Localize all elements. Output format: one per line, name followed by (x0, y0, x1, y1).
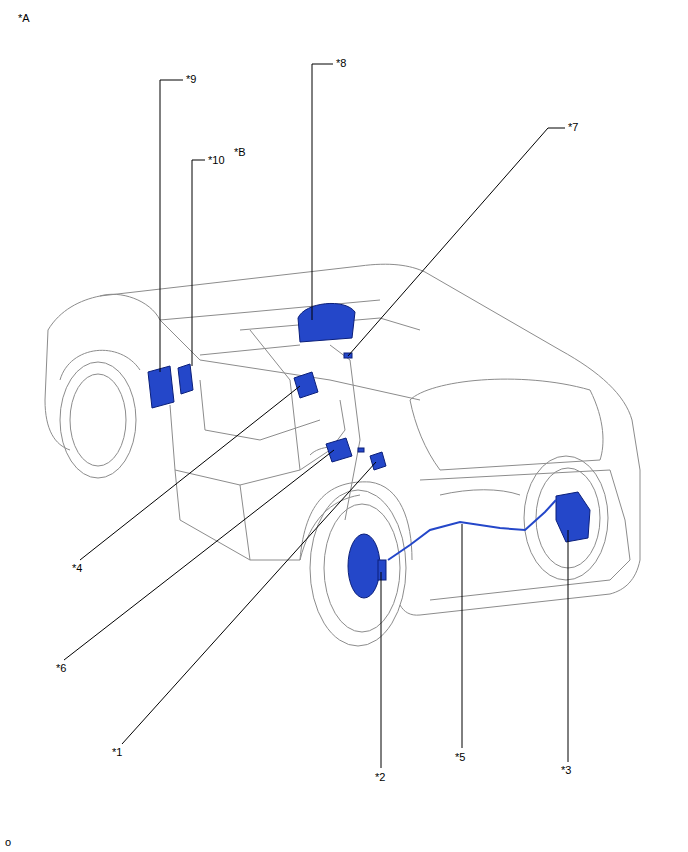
callout-number: o (5, 836, 11, 849)
part-4 (294, 372, 318, 398)
body-line (48, 264, 640, 615)
front-wheel (60, 362, 136, 478)
callout-number: *7 (568, 121, 578, 134)
pillar-line (330, 345, 360, 520)
part-3 (556, 492, 590, 542)
highlighted-parts (148, 303, 590, 598)
part-8 (298, 303, 355, 342)
leader-line (462, 524, 463, 748)
front-wheel (70, 374, 126, 466)
leader-line (122, 462, 376, 744)
leader-line (160, 80, 183, 372)
leader-line (312, 64, 333, 320)
part-1 (358, 448, 364, 452)
dash-line (200, 345, 300, 355)
rear-wheel (324, 504, 400, 632)
leader-lines (64, 64, 568, 768)
leader-line (64, 450, 334, 660)
door-line (240, 485, 360, 560)
leader-line (348, 128, 565, 356)
callout-number: *5 (455, 751, 465, 764)
part-1 (370, 452, 386, 470)
callout-number: *8 (336, 57, 346, 70)
callout-number: *2 (375, 771, 385, 784)
part-10 (178, 364, 193, 394)
leader-line (80, 386, 300, 560)
bumper-line (440, 490, 520, 495)
rear-right-wheel (524, 456, 608, 580)
sill-line (175, 470, 250, 560)
callout-number: *10 (208, 154, 225, 167)
callout-number: *6 (56, 662, 66, 675)
callout-number: *B (234, 146, 246, 159)
part-5-harness (388, 500, 556, 560)
wheel-arch (60, 350, 140, 380)
part-6 (326, 438, 352, 462)
callout-number: *A (18, 12, 30, 25)
callout-number: *9 (186, 73, 196, 86)
car-outline (45, 264, 640, 646)
leader-line (568, 530, 569, 762)
body-line (45, 330, 70, 450)
leader-line (192, 160, 205, 366)
leader-line (381, 572, 382, 768)
rear-window (410, 379, 603, 470)
part-2 (378, 560, 386, 580)
part-2 (348, 534, 380, 598)
callout-number: *3 (561, 764, 571, 777)
pillar-line (250, 330, 300, 470)
callout-number: *4 (72, 562, 82, 575)
body-line (160, 320, 420, 400)
door-line (170, 400, 345, 485)
part-9 (148, 366, 174, 408)
callout-number: *1 (112, 746, 122, 759)
rear-wheel (310, 490, 406, 646)
